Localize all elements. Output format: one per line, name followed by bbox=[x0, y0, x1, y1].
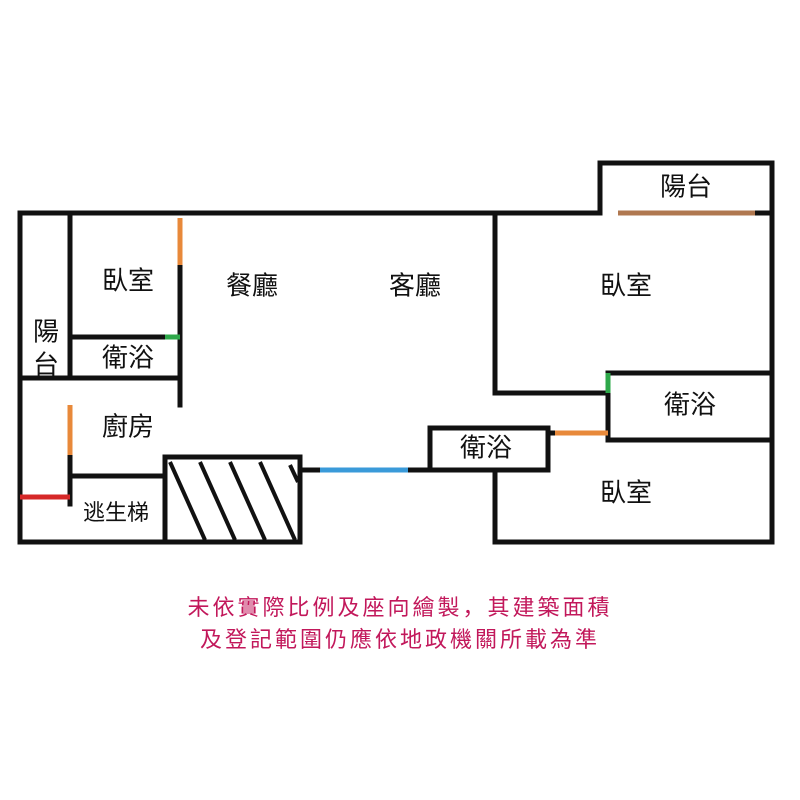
label-bedroom-right-top: 臥室 bbox=[600, 272, 652, 302]
label-bedroom-right-bottom: 臥室 bbox=[600, 479, 652, 509]
label-balcony-left-2: 台 bbox=[33, 351, 59, 381]
label-kitchen: 廚房 bbox=[102, 413, 154, 443]
label-dining: 餐廳 bbox=[226, 272, 278, 302]
label-balcony-left-1: 陽 bbox=[33, 318, 59, 348]
label-bath-center: 衛浴 bbox=[460, 434, 512, 464]
doors bbox=[20, 210, 755, 500]
disclaimer-line-2: 及登記範圍仍應依地政機關所載為準 bbox=[199, 628, 600, 653]
label-balcony-top: 陽台 bbox=[660, 173, 712, 203]
label-bedroom-left: 臥室 bbox=[102, 267, 154, 297]
floor-plan: 陽台 陽 台 臥室 衛浴 廚房 逃生梯 餐廳 客廳 臥室 衛浴 衛浴 臥室 bbox=[17, 160, 775, 545]
label-stairs: 逃生梯 bbox=[83, 501, 149, 526]
label-living: 客廳 bbox=[389, 272, 441, 302]
disclaimer-line-1: 未依實際比例及座向繪製，其建築面積 bbox=[187, 596, 613, 621]
label-bath-right: 衛浴 bbox=[664, 391, 716, 421]
label-bath-left: 衛浴 bbox=[102, 344, 154, 374]
walls bbox=[17, 160, 775, 545]
stairs-hatching bbox=[168, 461, 300, 541]
